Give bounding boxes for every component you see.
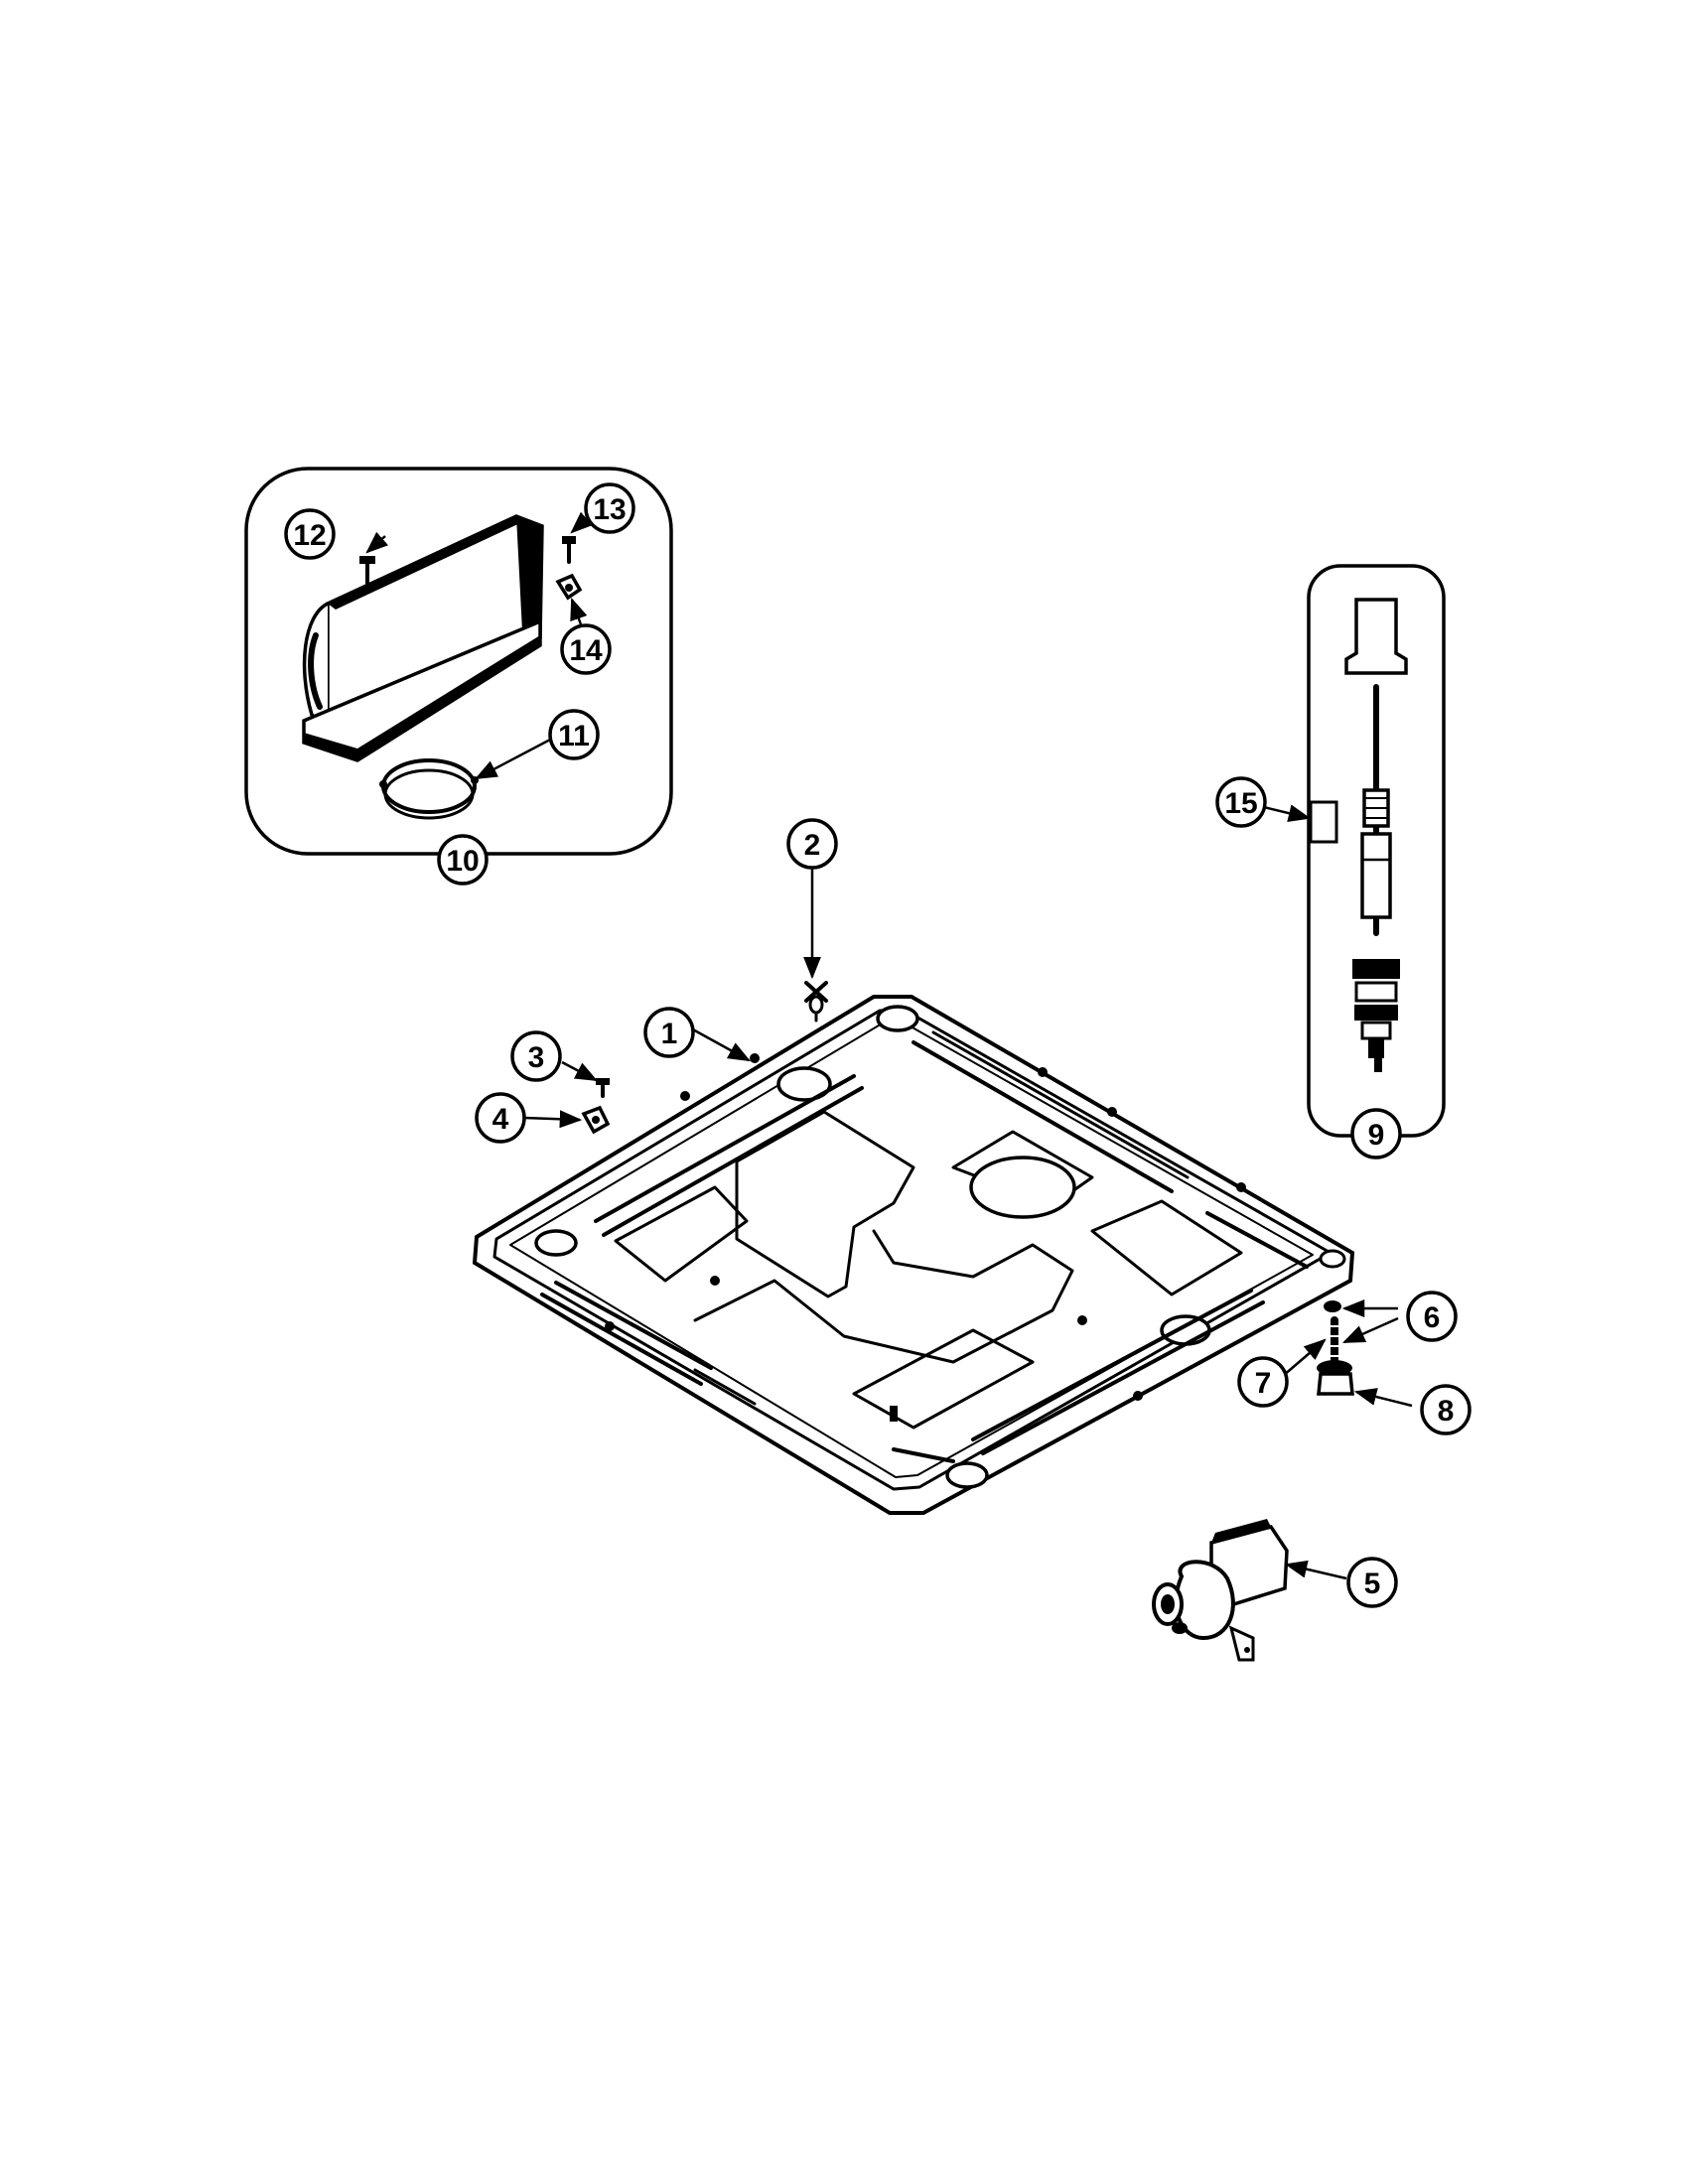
callout-12: 12 [284,508,336,560]
callout-9: 9 [1350,1108,1402,1160]
nut-4-icon [581,1105,611,1135]
callout-6: 6 [1406,1291,1458,1342]
callout-14: 14 [560,623,612,675]
callout-9-label: 9 [1368,1119,1385,1152]
callout-5: 5 [1346,1557,1398,1608]
leveling-leg-icon [1317,1300,1354,1396]
callout-3-label: 3 [528,1041,545,1074]
callout-8: 8 [1420,1384,1472,1435]
callout-1: 1 [643,1007,695,1058]
screw-12-icon [359,556,375,586]
screw-13-icon [562,536,576,564]
label-15-rectangle [1309,800,1338,844]
callout-13: 13 [584,482,635,534]
callout-2-label: 2 [804,829,821,862]
callout-5-label: 5 [1364,1568,1381,1600]
callout-4-label: 4 [492,1103,509,1136]
callout-6-label: 6 [1424,1301,1441,1334]
callout-1-label: 1 [661,1018,678,1050]
duct-assembly [302,514,544,762]
callout-10-label: 10 [446,845,479,878]
callout-11: 11 [548,709,600,760]
snap-fastener-2-icon [804,981,828,1023]
callout-11-label: 11 [558,720,590,752]
clamp-ring [379,758,479,820]
callout-14-label: 14 [569,634,603,667]
callout-2: 2 [786,818,838,870]
valve-5-icon [1152,1519,1289,1662]
callout-7: 7 [1237,1356,1289,1408]
callout-13-label: 13 [593,493,626,526]
callout-7-label: 7 [1255,1367,1272,1400]
callout-10: 10 [437,834,489,886]
leader-lines [365,511,1413,1580]
screw-3-icon [596,1078,610,1098]
callout-8-label: 8 [1438,1395,1455,1428]
clip-14-icon [555,573,583,601]
callout-4: 4 [475,1092,526,1144]
shaft-assembly [1344,598,1408,1072]
callout-15-label: 15 [1224,787,1257,820]
base-frame [472,995,1355,1515]
callout-15: 15 [1215,776,1267,828]
callout-3: 3 [510,1030,562,1082]
callout-12-label: 12 [293,519,326,552]
